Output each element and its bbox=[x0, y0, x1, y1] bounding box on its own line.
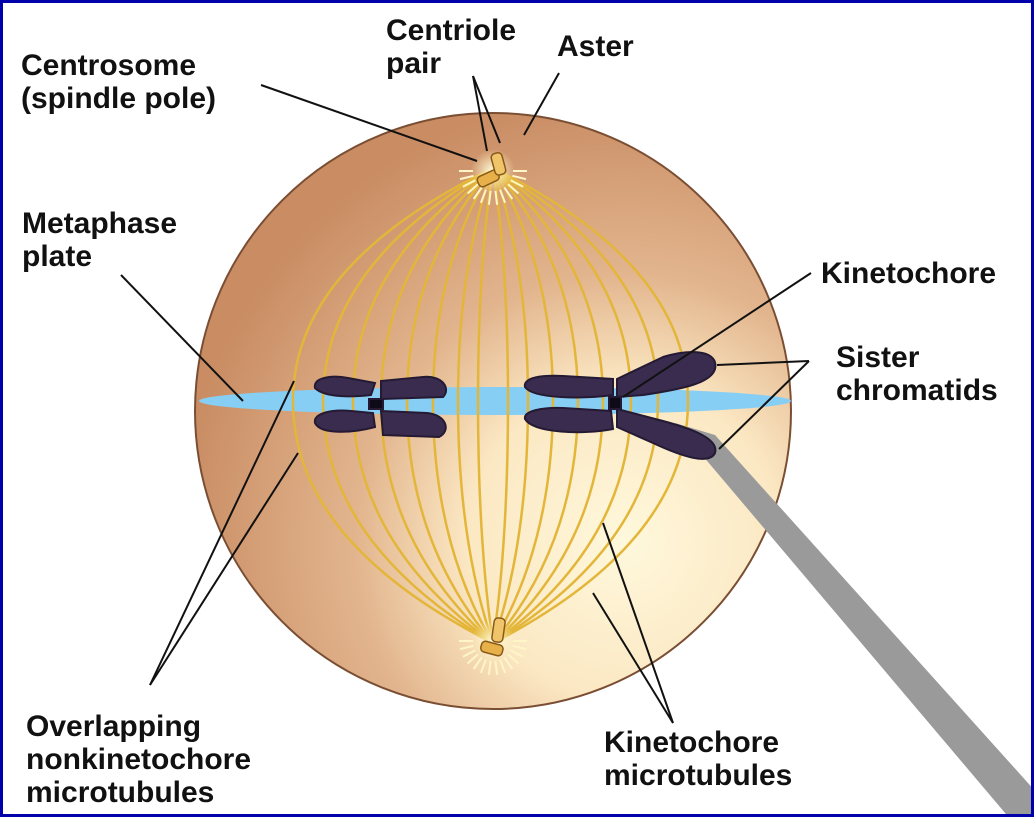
centriole-pair-label: Centriole pair bbox=[386, 14, 516, 80]
centrosome-label: Centrosome (spindle pole) bbox=[21, 49, 216, 115]
overlapping-microtubules-label: Overlapping nonkinetochore microtubules bbox=[26, 710, 251, 809]
aster-label: Aster bbox=[557, 30, 634, 63]
metaphase-plate bbox=[199, 387, 791, 415]
mitotic-spindle-diagram bbox=[3, 3, 1034, 817]
metaphase-plate-label: Metaphase plate bbox=[22, 207, 177, 273]
kinetochore-label: Kinetochore bbox=[821, 257, 996, 290]
sister-chromatids-label: Sister chromatids bbox=[836, 341, 998, 407]
centrosome-top bbox=[471, 149, 515, 193]
kinetochore-microtubules-label: Kinetochore microtubules bbox=[604, 726, 792, 792]
